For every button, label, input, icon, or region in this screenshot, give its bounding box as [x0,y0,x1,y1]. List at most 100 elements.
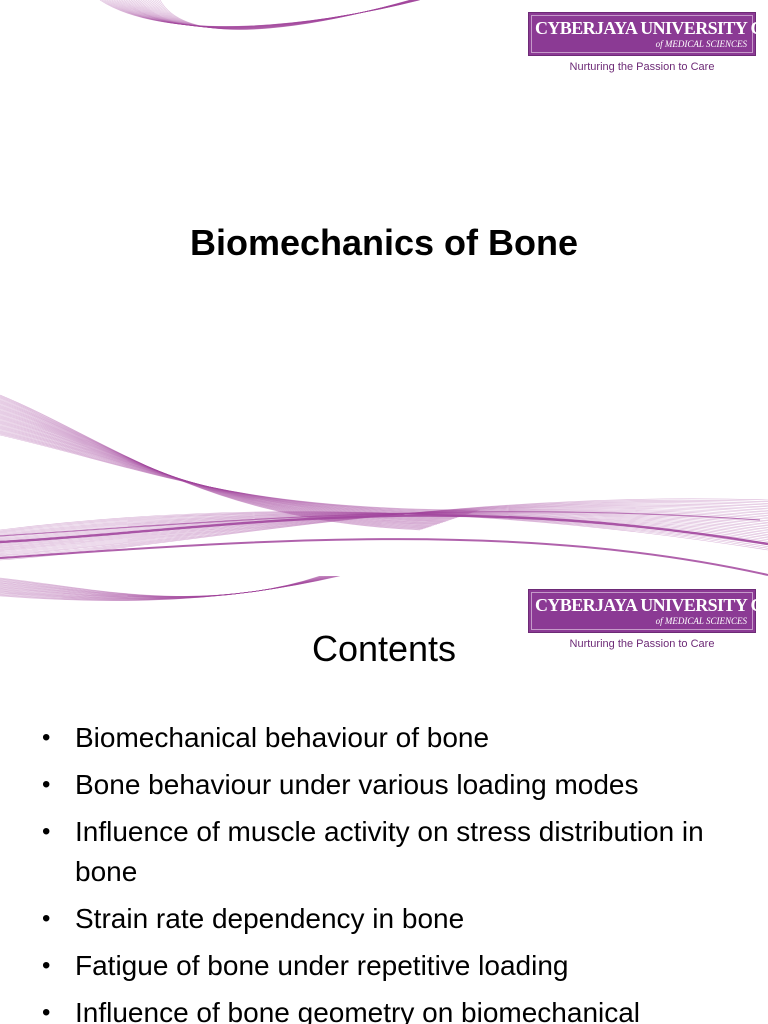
wave-line [0,576,334,599]
wave-line [142,0,413,29]
wave-line [0,538,768,576]
list-item: •Influence of bone geometry on biomechan… [40,993,740,1024]
wave-line [0,394,421,531]
wave-line [0,576,332,599]
wave-line [0,511,768,549]
wave-line [0,502,768,558]
wave-line [0,576,329,598]
bullet-dot: • [42,818,51,845]
wave-line [139,0,414,29]
wave-line [0,576,324,597]
wave-line [130,0,415,29]
wave-line [101,0,420,27]
wave-line [0,499,768,560]
list-item: •Strain rate dependency in bone [40,899,740,939]
slide-title: Contents [311,628,457,669]
wave-line [0,576,327,598]
wave-line [0,421,461,517]
wave-line [0,576,337,600]
wave-line [118,0,417,28]
wave-line [0,398,427,529]
decorative-waves-top [0,0,768,576]
wave-line [111,0,419,28]
wave-line [0,405,437,525]
wave-line [0,414,450,521]
wave-line [0,576,338,601]
list-item: • Biomechanical behaviour of bone [40,718,740,758]
wave-line [0,428,471,514]
wave-line [0,419,457,518]
wave-line [103,0,420,27]
wave-line [134,0,415,29]
wave-line [0,429,473,513]
logo-name: CYBERJAYA UNIVERSITY COLLEGE [535,595,768,615]
list-item-text: Biomechanical behaviour of bone [75,722,490,753]
wave-line [0,576,335,599]
wave-line [0,576,321,597]
wave-line [127,0,416,28]
wave-line [0,511,761,537]
list-item-text: Influence of muscle activity on stress d… [75,816,704,887]
wave-line [0,503,768,557]
bullet-dot: • [42,724,51,751]
wave-line [0,432,477,512]
wave-line [151,0,412,30]
decorative-waves-corner [0,576,341,602]
wave-line [0,431,476,512]
wave-line [0,576,332,599]
logo-tagline: Nurturing the Passion to Care [569,61,715,73]
wave-line [110,0,419,28]
wave-line [120,0,417,28]
wave-line [0,576,340,601]
wave-line [0,576,328,598]
wave-line [0,512,768,547]
list-item-text: Fatigue of bone under repetitive loading [75,950,569,981]
wave-line [0,576,321,597]
wave-line [135,0,415,29]
wave-line [0,513,768,539]
wave-line [0,427,470,514]
wave-line [0,576,331,599]
college-logo: CYBERJAYA UNIVERSITY COLLEGE of MEDICAL … [528,589,768,656]
wave-line [0,501,768,559]
wave-line [0,512,768,546]
list-item: • Bone behaviour under various loading mo… [40,765,740,805]
wave-line [0,576,322,597]
wave-line [149,0,412,30]
wave-line [0,576,329,598]
wave-line [99,0,421,27]
wave-line [147,0,413,30]
bullet-dot: • [42,771,51,798]
list-item: • Influence of muscle activity on stress … [40,812,740,892]
wave-line [0,407,439,525]
wave-line [0,576,339,601]
wave-line [0,402,433,527]
contents-slide: CYBERJAYA UNIVERSITY COLLEGE of MEDICAL … [0,576,768,1024]
wave-line [0,422,462,517]
wave-line [0,408,441,524]
wave-line [0,511,768,551]
wave-line [0,514,768,546]
wave-line [0,396,424,530]
wave-line [0,403,434,526]
wave-line [146,0,413,29]
list-item-text: Bone behaviour under various loading mod… [75,769,639,800]
list-item-text: Strain rate dependency in bone [75,903,465,934]
logo-subname: of MEDICAL SCIENCES [655,616,747,626]
wave-line [0,400,430,528]
wave-line [0,397,425,529]
wave-line [0,425,467,515]
wave-line [144,0,413,29]
wave-line [140,0,414,29]
wave-line [104,0,420,27]
wave-line [113,0,418,28]
wave-line [0,576,324,597]
bullet-dot: • [42,952,51,979]
list-item-text: Influence of bone geometry on biomechani… [75,997,641,1024]
wave-line [137,0,414,29]
wave-line [0,576,333,599]
wave-line [154,0,411,30]
wave-line [125,0,416,28]
wave-line [0,430,474,513]
wave-line [116,0,418,28]
